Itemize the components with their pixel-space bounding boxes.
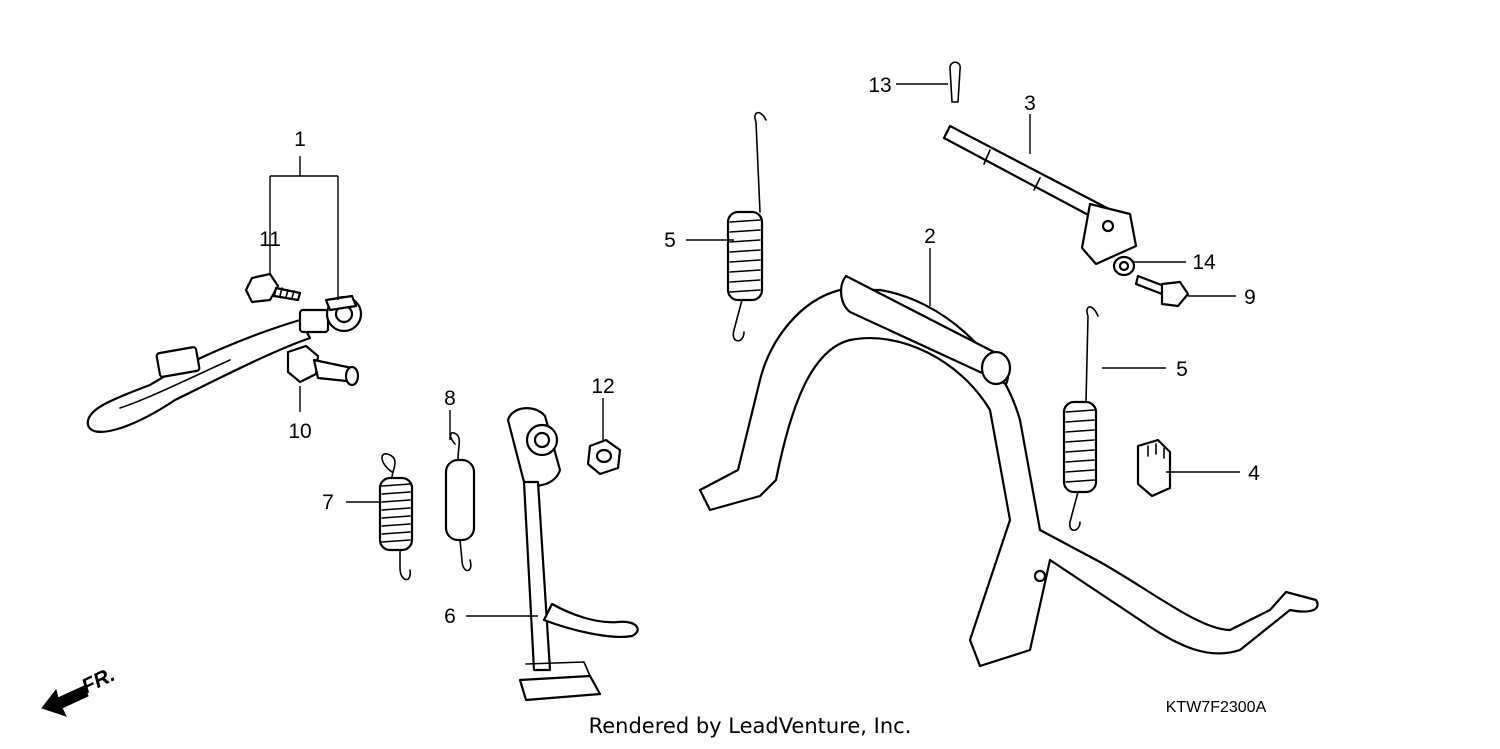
pivot-shaft-3 xyxy=(942,124,1138,266)
callout-12: 12 xyxy=(591,375,614,398)
spring-5-right xyxy=(1062,306,1099,532)
credit-text: Rendered by LeadVenture, Inc. xyxy=(588,714,912,738)
callout-11: 11 xyxy=(259,228,281,251)
side-stand-6 xyxy=(506,407,639,702)
side-stand-switch xyxy=(86,294,363,433)
spring-8 xyxy=(444,431,476,572)
leader-lines xyxy=(269,83,1240,617)
callout-10: 10 xyxy=(288,420,311,443)
main-stand-2 xyxy=(698,274,1319,668)
callout-13: 13 xyxy=(868,74,891,97)
pivot-bolt-10 xyxy=(286,344,360,387)
bolt-9 xyxy=(1134,274,1190,308)
callout-1: 1 xyxy=(294,128,306,151)
callout-3: 3 xyxy=(1024,92,1036,115)
spring-5-left xyxy=(726,111,767,342)
washer-14 xyxy=(1112,255,1136,277)
bolt-11 xyxy=(244,272,302,304)
collar-12 xyxy=(586,438,622,476)
stopper-4 xyxy=(1136,438,1172,498)
callout-5-right: 5 xyxy=(1176,358,1188,381)
callout-8: 8 xyxy=(444,387,456,410)
diagram-code: KTW7F2300A xyxy=(1166,699,1267,716)
callout-5-left: 5 xyxy=(664,229,676,252)
callout-6: 6 xyxy=(444,605,456,628)
callout-9: 9 xyxy=(1244,286,1256,309)
cotter-pin-13 xyxy=(949,61,961,103)
callout-2: 2 xyxy=(924,225,936,248)
front-arrow-icon xyxy=(41,685,89,717)
spring-7 xyxy=(378,453,414,581)
callout-14: 14 xyxy=(1192,251,1216,274)
callout-7: 7 xyxy=(322,491,334,514)
callout-4: 4 xyxy=(1248,462,1260,485)
